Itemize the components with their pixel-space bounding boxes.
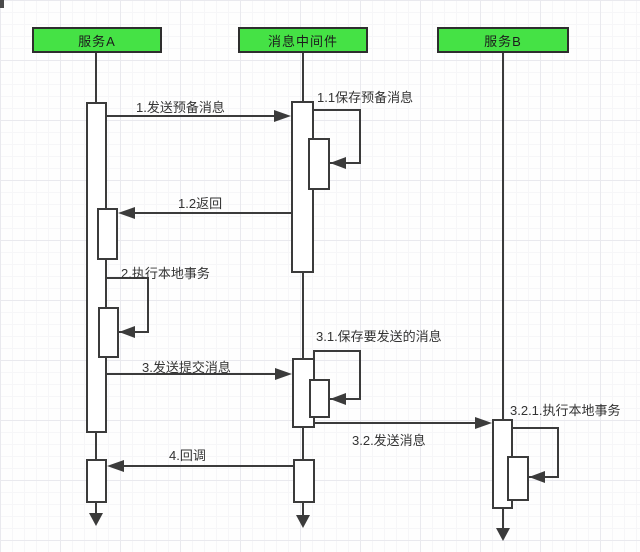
message-label-send-message: 3.2.发送消息 [352,433,426,448]
message-line-send-prepare [107,115,274,117]
message-label-save-prepare: 1.1保存预备消息 [317,90,414,105]
lifeline-end-arrow-service-a [89,513,103,526]
activation-bar-middleware-save-prepare [308,138,330,190]
activation-bar-service-a-return [97,208,118,260]
message-line-callback [124,465,293,467]
activation-bar-service-b-local-tx [507,456,529,501]
actor-label-service-b: 服务B [484,33,522,49]
actor-box-middleware: 消息中间件 [238,27,368,53]
message-line-send-message [315,422,475,424]
self-loop-arrowhead-local-tx-a [119,326,135,338]
activation-bar-service-a-main [86,102,107,433]
message-arrowhead-callback [107,460,124,472]
lifeline-end-arrow-middleware [296,515,310,528]
message-line-send-commit [107,373,275,375]
lifeline-end-arrow-service-b [496,528,510,541]
message-arrowhead-send-prepare [274,110,291,122]
message-label-return: 1.2返回 [178,196,223,211]
message-arrowhead-send-commit [275,368,292,380]
actor-box-service-a: 服务A [32,27,162,53]
message-arrowhead-return [118,207,135,219]
lifeline-service-b [502,53,504,528]
lifeline-middleware [302,53,304,515]
activation-bar-service-a-local-tx [98,307,119,358]
message-label-callback: 4.回调 [169,448,206,463]
actor-box-service-b: 服务B [437,27,569,53]
activation-bar-service-a-callback [86,459,107,503]
message-label-save-outgoing: 3.1.保存要发送的消息 [316,329,442,344]
message-label-send-prepare: 1.发送预备消息 [136,100,225,115]
message-label-local-tx-a: 2.执行本地事务 [121,266,210,281]
message-line-return [135,212,291,214]
message-arrowhead-send-message [475,417,492,429]
actor-label-service-a: 服务A [78,33,116,49]
self-loop-arrowhead-local-tx-b [529,471,545,483]
activation-bar-middleware-save-outgoing [309,379,330,418]
self-loop-arrowhead-save-prepare [330,157,346,169]
self-loop-arrowhead-save-outgoing [330,393,346,405]
message-label-send-commit: 3.发送提交消息 [142,360,231,375]
screen-corner-artifact [0,0,4,8]
actor-label-middleware: 消息中间件 [267,33,338,49]
message-label-local-tx-b: 3.2.1.执行本地事务 [510,403,621,418]
activation-bar-middleware-callback [293,459,315,503]
